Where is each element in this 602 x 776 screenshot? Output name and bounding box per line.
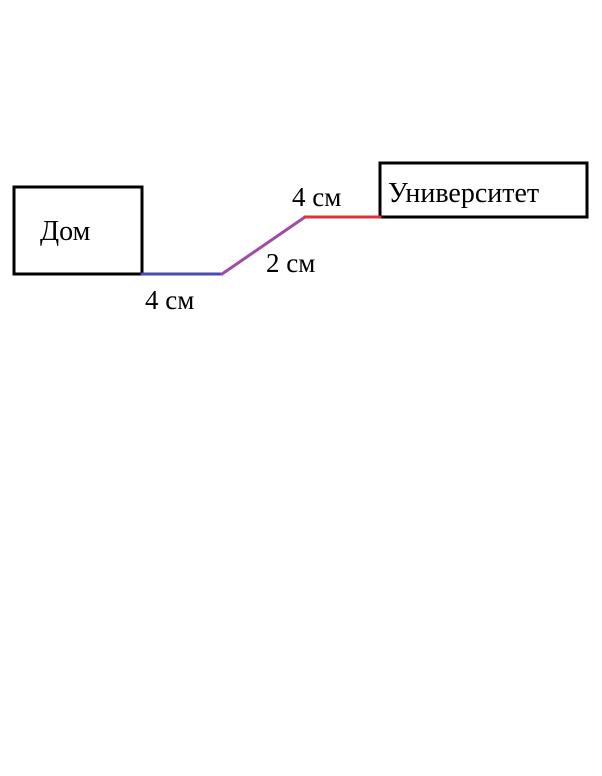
segment-university-horizontal-label: 4 см <box>292 182 341 212</box>
university-box <box>378 161 589 219</box>
segment-home-horizontal-label: 4 см <box>145 285 194 315</box>
home-label: Дом <box>40 216 91 247</box>
segment-diagonal-label: 2 см <box>266 248 315 278</box>
home-box <box>12 185 144 276</box>
university-label: Университет <box>388 178 539 209</box>
segment-diagonal <box>220 215 307 276</box>
